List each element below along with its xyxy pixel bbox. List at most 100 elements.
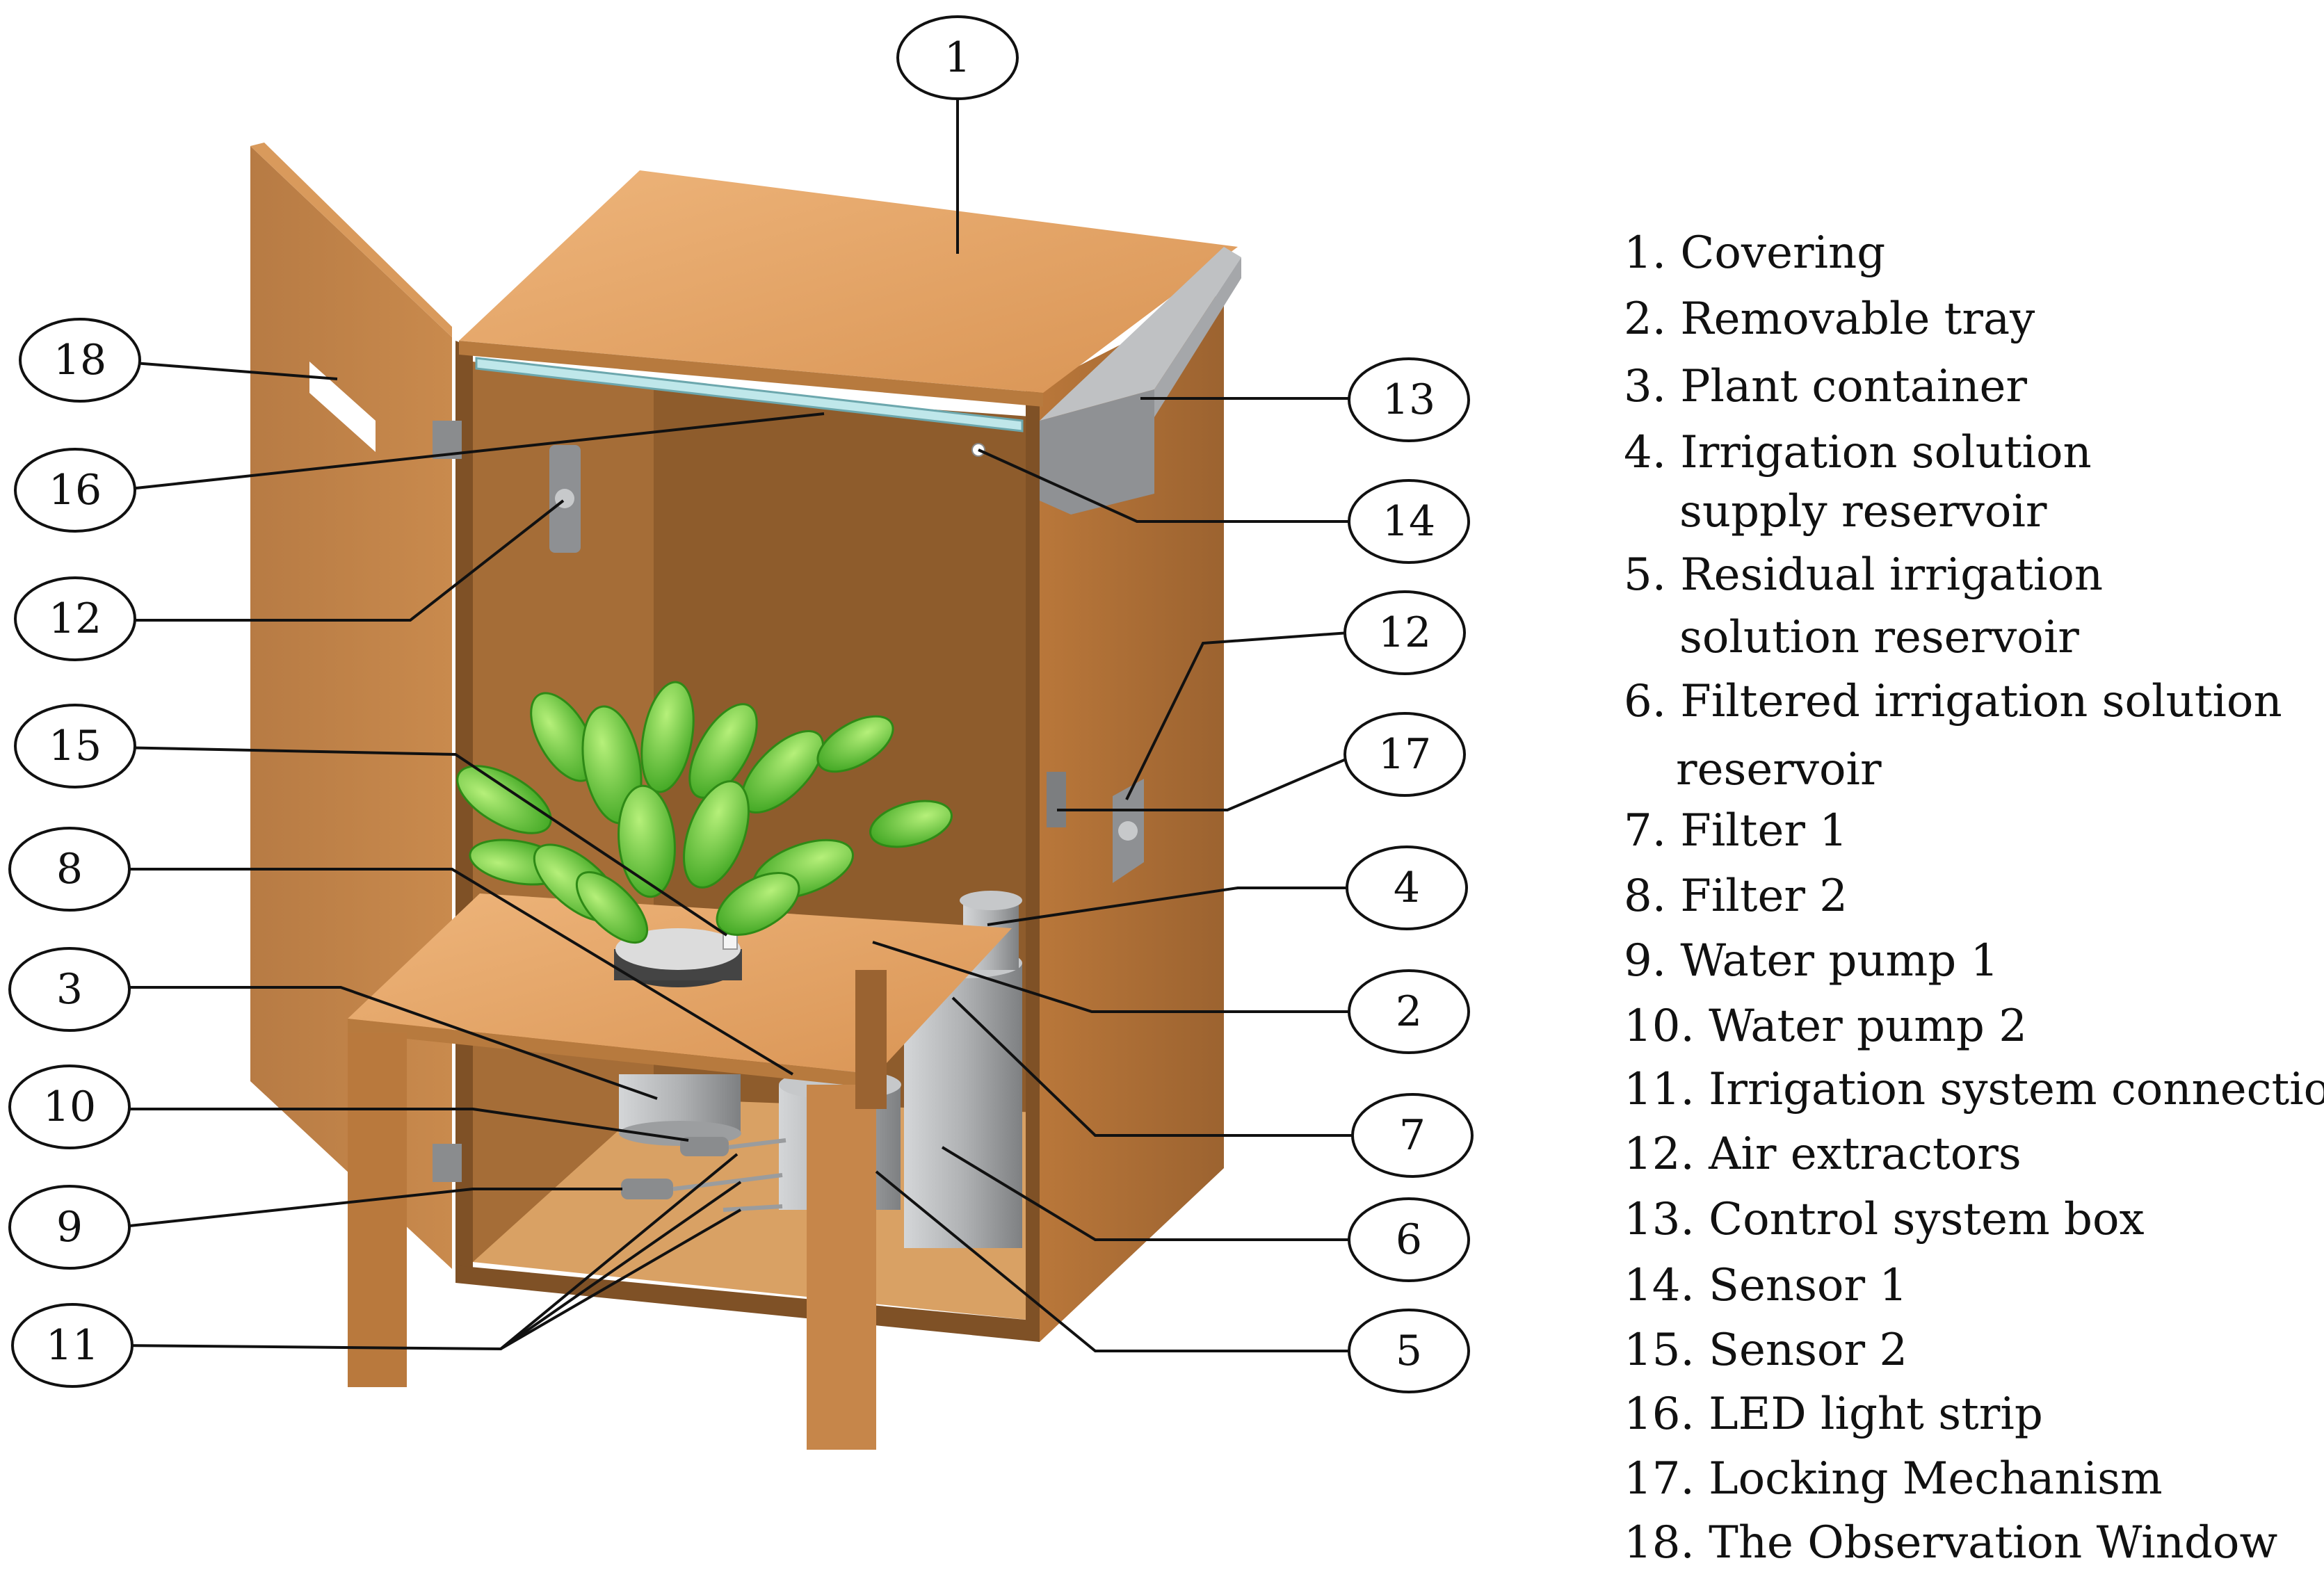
callout-3: 3 xyxy=(8,947,131,1032)
leader-3 xyxy=(117,986,658,1100)
callout-14-label: 14 xyxy=(1382,497,1435,546)
legend-item-1: 1. Covering xyxy=(1624,227,1885,279)
legend-item-16: 16. LED light strip xyxy=(1624,1389,2043,1440)
control-box-side xyxy=(1154,257,1241,417)
air-extractor-right-fan-icon xyxy=(1118,821,1138,841)
callout-8-label: 8 xyxy=(56,845,83,893)
leaf xyxy=(716,872,800,936)
leader-8 xyxy=(117,868,794,1076)
leader-9 xyxy=(116,1188,622,1229)
callout-3-label: 3 xyxy=(56,965,83,1014)
control-box-front xyxy=(1040,389,1154,515)
leaf xyxy=(683,780,750,889)
cabinet-front-left-edge xyxy=(455,341,473,1272)
removable-tray xyxy=(348,893,1012,1450)
callout-17: 17 xyxy=(1343,712,1466,797)
leader-6 xyxy=(941,1146,1351,1241)
water-pump-2 xyxy=(680,1137,729,1156)
callout-13-label: 13 xyxy=(1382,375,1435,424)
legend-item-8: 8. Filter 2 xyxy=(1624,871,1848,922)
callout-17-label: 17 xyxy=(1378,730,1431,779)
legend-item-9: 9. Water pump 1 xyxy=(1624,935,1999,987)
callout-8: 8 xyxy=(8,827,131,912)
callout-9: 9 xyxy=(8,1185,131,1270)
legend-item-7: 7. Filter 1 xyxy=(1624,805,1848,857)
locking-mechanism xyxy=(1047,772,1066,827)
callout-7: 7 xyxy=(1351,1093,1474,1178)
legend-item-4-cont: supply reservoir xyxy=(1679,486,2047,537)
callout-6: 6 xyxy=(1348,1197,1470,1282)
callout-12-left: 12 xyxy=(14,576,136,661)
callout-18-label: 18 xyxy=(54,336,106,385)
callout-9-label: 9 xyxy=(56,1203,83,1252)
legend-item-11: 11. Irrigation system connection xyxy=(1624,1064,2324,1115)
leader-17 xyxy=(1057,756,1350,811)
callout-13: 13 xyxy=(1348,357,1470,442)
leader-5 xyxy=(875,1170,1351,1352)
legend-item-2: 2. Removable tray xyxy=(1624,293,2035,345)
callout-4-label: 4 xyxy=(1394,864,1420,912)
leader-10 xyxy=(117,1108,689,1142)
legend-item-12: 12. Air extractors xyxy=(1624,1128,2022,1180)
leader-12a xyxy=(117,499,565,622)
callout-18: 18 xyxy=(19,318,141,403)
legend-item-4: 4. Irrigation solution xyxy=(1624,427,2092,478)
callout-10-label: 10 xyxy=(43,1083,96,1131)
legend-item-10: 10. Water pump 2 xyxy=(1624,1001,2027,1052)
supply-reservoir-top xyxy=(960,891,1022,910)
covering-top xyxy=(459,170,1238,393)
legend-item-3: 3. Plant container xyxy=(1624,361,2027,412)
plant-pot-soil xyxy=(615,928,741,970)
leader-7 xyxy=(951,996,1355,1137)
leaf xyxy=(816,715,894,773)
callout-12-left-label: 12 xyxy=(49,594,102,643)
callout-10: 10 xyxy=(8,1065,131,1149)
door-edge xyxy=(250,143,452,337)
callout-16-label: 16 xyxy=(49,466,102,515)
leader-11c xyxy=(499,1208,742,1350)
observation-window xyxy=(309,362,376,452)
irrigation-pipe-1 xyxy=(728,1138,786,1149)
leader-2 xyxy=(872,941,1351,1013)
leaf xyxy=(869,800,953,848)
callout-12-right-label: 12 xyxy=(1378,608,1431,657)
tray-leg-front-left xyxy=(348,1033,407,1387)
leader-16 xyxy=(116,412,825,492)
tray-leg-front-right xyxy=(807,1085,876,1450)
leader-14 xyxy=(978,448,1349,523)
callout-16: 16 xyxy=(14,448,136,533)
legend-item-14: 14. Sensor 1 xyxy=(1624,1260,1907,1311)
legend: 1. Covering 2. Removable tray 3. Plant c… xyxy=(1624,227,2324,1569)
tray-leg-back-right xyxy=(855,970,887,1109)
callout-14: 14 xyxy=(1348,479,1470,564)
legend-item-6-cont: reservoir xyxy=(1676,744,1882,795)
covering-front-edge xyxy=(459,341,1043,407)
legend-item-15: 15. Sensor 2 xyxy=(1624,1325,1907,1376)
leaf xyxy=(618,784,676,898)
led-strip xyxy=(475,357,1024,432)
leaf xyxy=(575,871,649,944)
legend-item-5: 5. Residual irrigation xyxy=(1624,549,2103,601)
leader-4 xyxy=(987,887,1349,926)
control-box-top xyxy=(1040,247,1241,421)
leaf xyxy=(688,703,758,799)
callout-12-right: 12 xyxy=(1343,590,1466,675)
leader-18 xyxy=(116,360,338,380)
callout-4: 4 xyxy=(1346,845,1468,930)
irrigation-pipe-3 xyxy=(723,1204,783,1212)
callout-5-label: 5 xyxy=(1396,1327,1422,1375)
leader-12b xyxy=(1125,631,1350,800)
cabinet-front-bottom xyxy=(455,1265,1040,1342)
irrigation-pipe-2 xyxy=(672,1173,783,1191)
hinge-bottom xyxy=(433,1144,462,1182)
callout-11: 11 xyxy=(11,1303,134,1388)
callout-15-label: 15 xyxy=(49,722,102,770)
callout-5: 5 xyxy=(1348,1309,1470,1393)
water-pump-1 xyxy=(621,1179,673,1199)
legend-item-13: 13. Control system box xyxy=(1624,1194,2145,1245)
leader-15 xyxy=(116,746,728,937)
legend-item-5-cont: solution reservoir xyxy=(1679,612,2079,663)
legend-item-17: 17. Locking Mechanism xyxy=(1624,1453,2163,1505)
leader-11b xyxy=(499,1181,742,1350)
